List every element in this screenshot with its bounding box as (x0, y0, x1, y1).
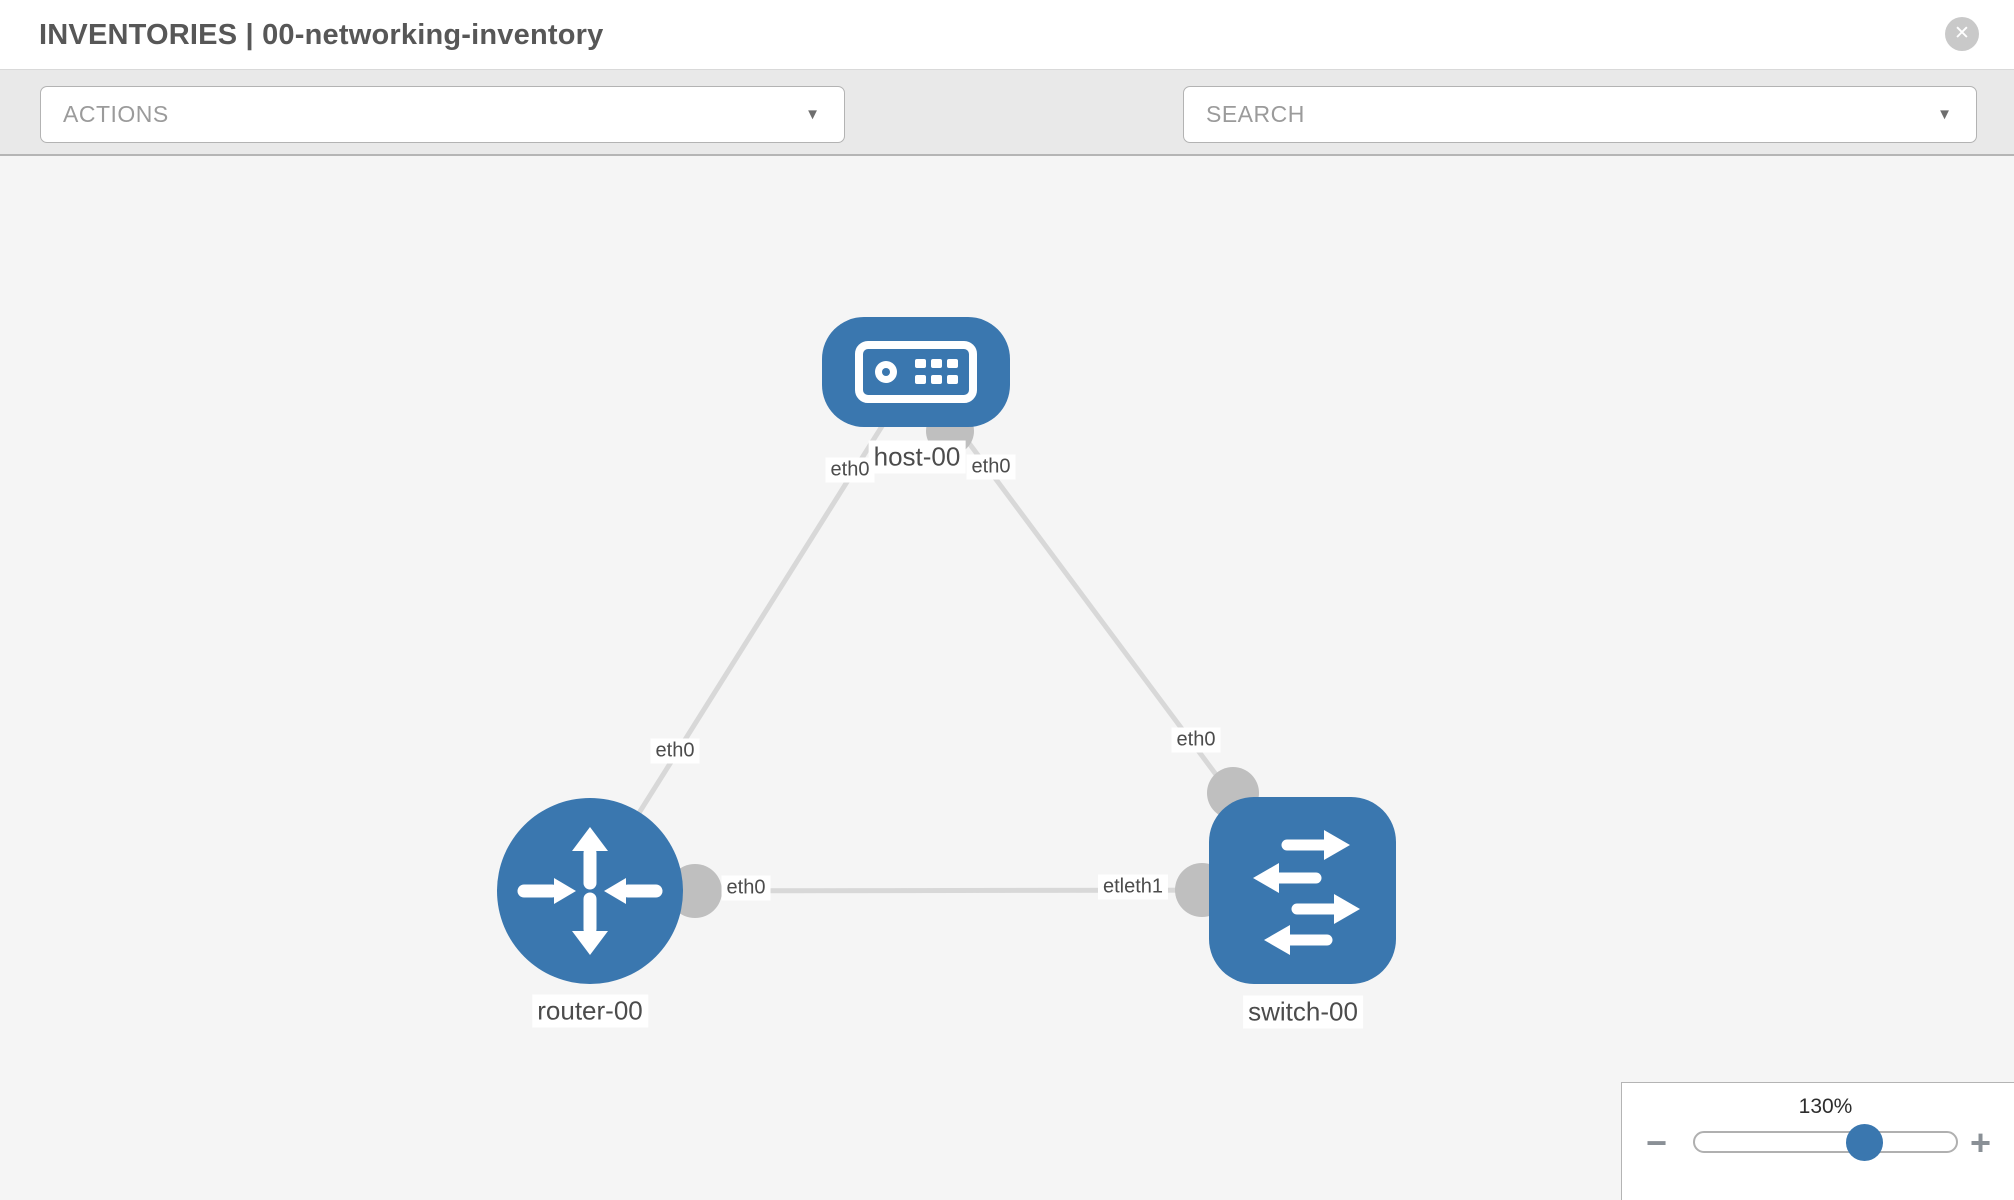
host-icon (855, 341, 977, 403)
router-icon (517, 827, 663, 955)
toolbar: ACTIONS ▼ SEARCH ▼ (0, 70, 2014, 205)
search-dropdown-label: SEARCH (1206, 101, 1305, 127)
interface-label-eth0: eth0 (721, 875, 771, 901)
zoom-out-button[interactable]: − (1646, 1122, 1668, 1163)
search-dropdown[interactable]: SEARCH ▼ (1183, 86, 1977, 143)
interface-label-eth1: etleth1 (1097, 874, 1169, 900)
panel-header: INVENTORIES | 00-networking-inventory ✕ (0, 0, 2014, 70)
topology-canvas[interactable]: host-00 eth0 eth0 eth0 eth0 eth0 etleth1… (0, 156, 2014, 1200)
zoom-in-button[interactable]: + (1970, 1122, 1992, 1163)
switch-icon (1253, 830, 1360, 955)
actions-dropdown[interactable]: ACTIONS ▼ (40, 86, 845, 143)
chevron-down-icon: ▼ (805, 106, 820, 123)
interface-label-eth0: eth0 (825, 457, 875, 483)
node-label-router: router-00 (532, 994, 648, 1028)
interface-label-eth0: eth0 (650, 738, 700, 764)
zoom-slider-track[interactable] (1693, 1131, 1958, 1153)
page-title: INVENTORIES | 00-networking-inventory (39, 19, 604, 51)
node-switch-00[interactable] (1209, 797, 1396, 984)
interface-label-eth0: eth0 (1171, 727, 1221, 753)
zoom-control-panel: 130% − + (1621, 1082, 2014, 1200)
node-host-00[interactable] (822, 317, 1010, 427)
node-label-switch: switch-00 (1243, 995, 1363, 1029)
chevron-down-icon: ▼ (1937, 106, 1952, 123)
actions-dropdown-label: ACTIONS (63, 101, 169, 127)
node-label-host: host-00 (868, 440, 966, 474)
zoom-level-label: 130% (1798, 1095, 1853, 1118)
zoom-slider-handle[interactable] (1846, 1124, 1883, 1161)
close-button[interactable]: ✕ (1945, 17, 1979, 51)
topology-graph (497, 317, 1396, 984)
interface-label-eth0: eth0 (966, 454, 1016, 480)
close-icon: ✕ (1954, 23, 1970, 44)
node-router-00[interactable] (497, 798, 683, 984)
